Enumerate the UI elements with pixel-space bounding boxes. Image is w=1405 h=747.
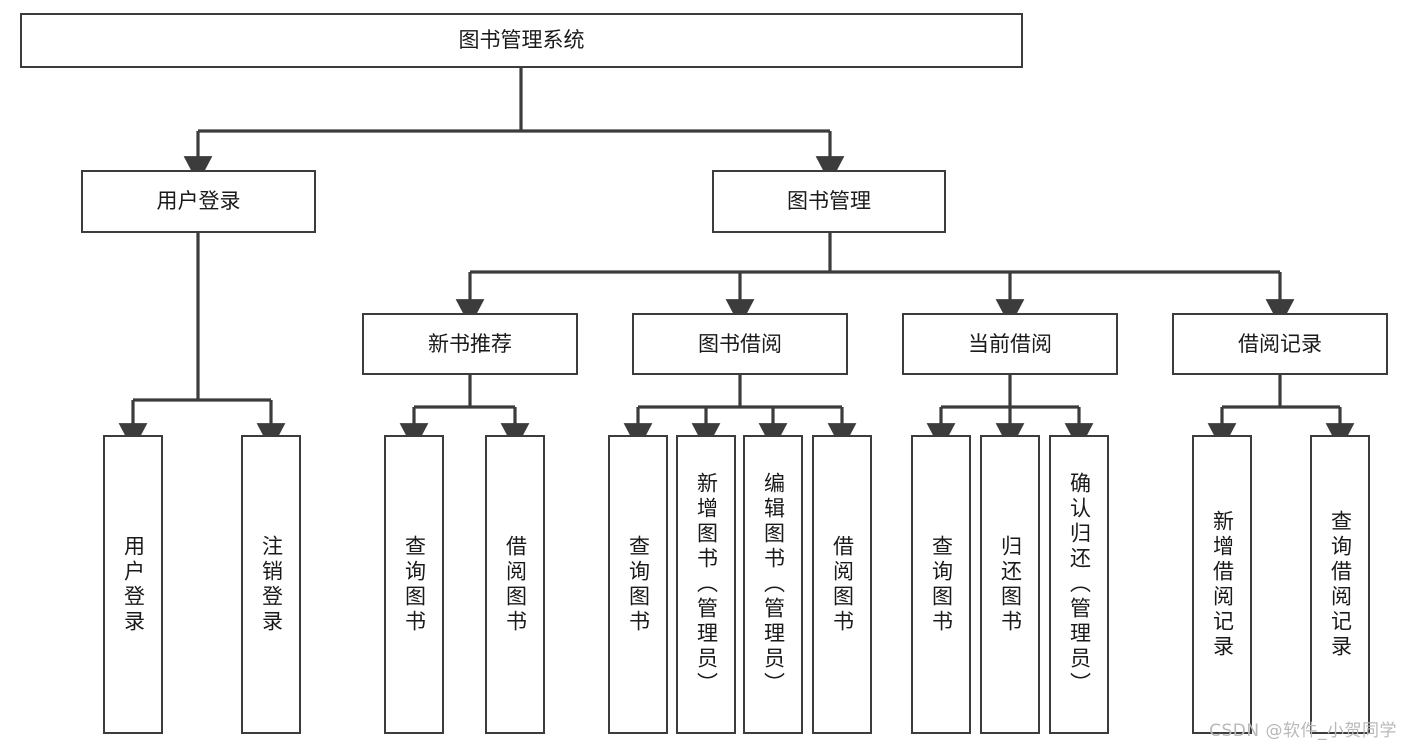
- node-label: 新增图书（管理员）: [694, 472, 719, 697]
- node-book-borrow[interactable]: 图书借阅: [632, 313, 848, 375]
- leaf-return-book[interactable]: 归还图书: [980, 435, 1040, 734]
- leaf-add-borrow-record[interactable]: 新增借阅记录: [1192, 435, 1252, 734]
- node-label: 借阅图书: [830, 534, 855, 635]
- node-label: 用户登录: [121, 534, 146, 635]
- node-label: 当前借阅: [968, 331, 1052, 356]
- node-label: 归还图书: [998, 534, 1023, 635]
- leaf-borrow-book-recommend[interactable]: 借阅图书: [485, 435, 545, 734]
- node-label: 查询图书: [929, 534, 954, 635]
- leaf-user-login[interactable]: 用户登录: [103, 435, 163, 734]
- node-root-system[interactable]: 图书管理系统: [20, 13, 1023, 68]
- leaf-logout-login[interactable]: 注销登录: [241, 435, 301, 734]
- leaf-add-book-admin[interactable]: 新增图书（管理员）: [676, 435, 736, 734]
- node-label: 图书管理系统: [458, 28, 585, 53]
- leaf-edit-book-admin[interactable]: 编辑图书（管理员）: [743, 435, 803, 734]
- node-label: 确认归还（管理员）: [1067, 472, 1092, 697]
- node-label: 编辑图书（管理员）: [761, 472, 786, 697]
- leaf-query-book-current[interactable]: 查询图书: [911, 435, 971, 734]
- node-book-management[interactable]: 图书管理: [712, 170, 946, 233]
- node-label: 图书借阅: [698, 331, 782, 356]
- node-label: 查询图书: [402, 534, 427, 635]
- node-user-login[interactable]: 用户登录: [81, 170, 316, 233]
- node-new-book-recommend[interactable]: 新书推荐: [362, 313, 578, 375]
- leaf-borrow-book-borrow[interactable]: 借阅图书: [812, 435, 872, 734]
- node-label: 新书推荐: [428, 331, 512, 356]
- node-label: 用户登录: [156, 189, 241, 214]
- node-label: 借阅图书: [503, 534, 528, 635]
- node-label: 图书管理: [787, 189, 871, 214]
- node-label: 新增借阅记录: [1210, 509, 1235, 660]
- node-label: 查询图书: [626, 534, 651, 635]
- node-current-borrow[interactable]: 当前借阅: [902, 313, 1118, 375]
- node-label: 借阅记录: [1238, 331, 1322, 356]
- leaf-query-borrow-record[interactable]: 查询借阅记录: [1310, 435, 1370, 734]
- node-label: 注销登录: [259, 534, 284, 635]
- node-borrow-record[interactable]: 借阅记录: [1172, 313, 1388, 375]
- node-label: 查询借阅记录: [1328, 509, 1353, 660]
- csdn-watermark: CSDN @软件_小贺同学: [1209, 721, 1397, 741]
- leaf-confirm-return-admin[interactable]: 确认归还（管理员）: [1049, 435, 1109, 734]
- leaf-query-book-borrow[interactable]: 查询图书: [608, 435, 668, 734]
- leaf-query-book-recommend[interactable]: 查询图书: [384, 435, 444, 734]
